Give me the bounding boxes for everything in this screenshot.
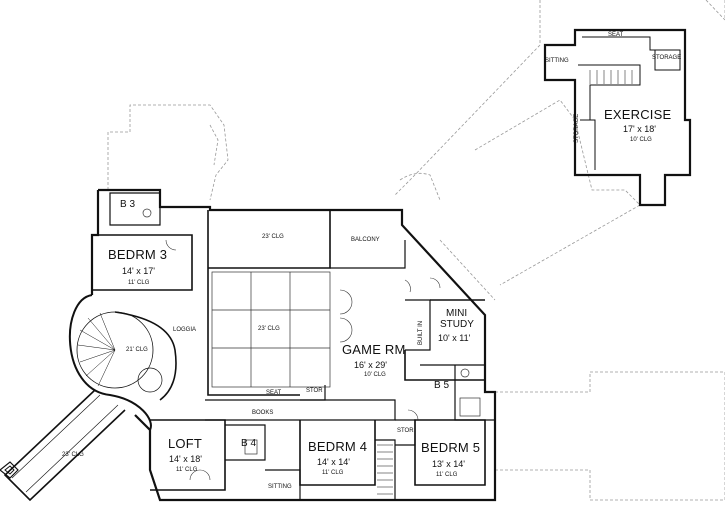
door-swing-stor: [407, 409, 419, 421]
b4-tub: [244, 439, 258, 455]
diagonal-wing-post-outer: [0, 461, 19, 479]
door-swings: [165, 239, 441, 481]
bedrm3-size: 14' x 17': [122, 266, 155, 276]
loggia-label: LOGGIA: [173, 327, 197, 333]
b5-shower: [459, 397, 481, 417]
exercise-sitting: SITTING: [545, 58, 569, 64]
gallery-ceiling-label: 23' CLG: [258, 326, 280, 332]
stor-right-label: STOR: [397, 428, 414, 434]
door-swing-balcony: [404, 279, 411, 293]
b4-walls: [225, 424, 266, 461]
b5-sink: [460, 368, 470, 378]
bedrm3-clg: 11' CLG: [128, 280, 150, 286]
bedrm4-name: BEDRM 4: [308, 439, 368, 454]
bedrm5-name: BEDRM 5: [421, 440, 481, 455]
mini-study-size: 10' x 11': [438, 333, 471, 343]
roof-outline-corner: [705, 0, 725, 21]
door-swing-game-b: [339, 317, 353, 343]
bedrm4-clg: 11' CLG: [322, 470, 344, 476]
wing-ceiling-label: 23' CLG: [62, 452, 84, 458]
roof-outline-diag-b: [474, 99, 641, 286]
built-in-wall: [405, 299, 431, 351]
bedrm5-walls: [414, 419, 486, 486]
loft-size: 14' x 18': [169, 454, 202, 464]
exercise-wing-walls: [543, 28, 692, 207]
game-rm-name: GAME RM: [342, 342, 406, 357]
loggia-inner-wall: [207, 210, 300, 396]
stair-walls: [375, 439, 396, 500]
diagonal-wing-rails: [11, 394, 119, 493]
roof-outline-upper: [107, 104, 229, 201]
roof-outlines: [107, 0, 725, 501]
game-rm-clg: 10' CLG: [364, 372, 386, 378]
door-swing-loft: [189, 469, 211, 481]
diagonal-wing-post-inner: [4, 465, 15, 475]
exercise-outer-wall: [543, 28, 692, 207]
outer-wall-main: [98, 188, 497, 502]
seat-mid-label: SEAT: [266, 390, 282, 396]
stair-ceiling-label: 21' CLG: [126, 347, 148, 353]
roof-outline-right: [495, 371, 725, 501]
exercise-seat: SEAT: [608, 32, 624, 38]
loft-walls: [150, 419, 226, 491]
bedrm5-clg: 11' CLG: [436, 472, 458, 478]
diagonal-wing: [0, 389, 126, 502]
books-wall: [205, 399, 396, 421]
exercise-size: 17' x 18': [623, 124, 656, 134]
spiral-rail: [114, 311, 177, 401]
spiral-stair-newel: [137, 367, 163, 393]
spiral-outer-wall: [68, 294, 152, 431]
mini-study-name-1: MINI: [446, 308, 468, 319]
exercise-storage: STORAGE: [652, 55, 682, 61]
upper-ceiling-label: 23' CLG: [262, 234, 284, 240]
bedrm4-size: 14' x 14': [317, 457, 350, 467]
b3-walls: [109, 192, 161, 226]
stor-mid-label: STOR: [306, 388, 323, 394]
exercise-clg: 10' CLG: [630, 137, 652, 143]
main-stair-treads: [377, 444, 393, 495]
sitting-bottom-label: SITTING: [268, 484, 292, 490]
b5-walls: [420, 364, 495, 421]
loft-name: LOFT: [168, 436, 203, 451]
balcony-wall: [330, 240, 406, 269]
game-rm-size: 16' x 29': [354, 360, 387, 370]
b5-label: B 5: [434, 380, 450, 391]
diagonal-wing-walls: [3, 389, 126, 502]
door-swing-game-a: [339, 289, 353, 315]
built-in-label: BUILT IN: [418, 320, 424, 345]
b3-sink: [142, 208, 152, 218]
gallery-grid: [211, 271, 331, 388]
mini-study-name-2: STUDY: [440, 319, 474, 330]
loft-clg: 11' CLG: [176, 467, 198, 473]
b3-label: B 3: [120, 199, 136, 210]
books-label: BOOKS: [252, 410, 274, 416]
roof-outline-link: [439, 239, 496, 301]
door-swing-bedrm3: [165, 239, 177, 251]
door-swing-study: [429, 277, 441, 289]
outer-wall-left-top: [90, 190, 100, 295]
exercise-stair-wall: [578, 64, 641, 120]
gallery-grid-border: [211, 271, 331, 388]
bath-fixtures: [142, 208, 481, 455]
exercise-name: EXERCISE: [604, 107, 672, 122]
balcony-label: BALCONY: [351, 237, 380, 243]
roof-outline-inner: [209, 124, 219, 166]
roof-outline-curve: [399, 172, 441, 201]
b4-label: B 4: [241, 438, 257, 449]
exercise-storage-wall: [582, 36, 681, 71]
bedrm3-walls: [91, 234, 193, 291]
exercise-side-storage: [580, 119, 596, 170]
bedrm3-name: BEDRM 3: [108, 247, 168, 262]
bedrm4-walls: [299, 420, 376, 486]
spiral-stair: [68, 294, 177, 431]
main-walls: [90, 188, 497, 502]
bedrm5-size: 13' x 14': [432, 459, 465, 469]
exercise-storage-side: STORAGE: [574, 113, 580, 143]
exercise-stair-treads: [589, 70, 633, 84]
game-rm-south-wall: [404, 350, 485, 381]
roof-outline-diag-a: [394, 0, 541, 196]
